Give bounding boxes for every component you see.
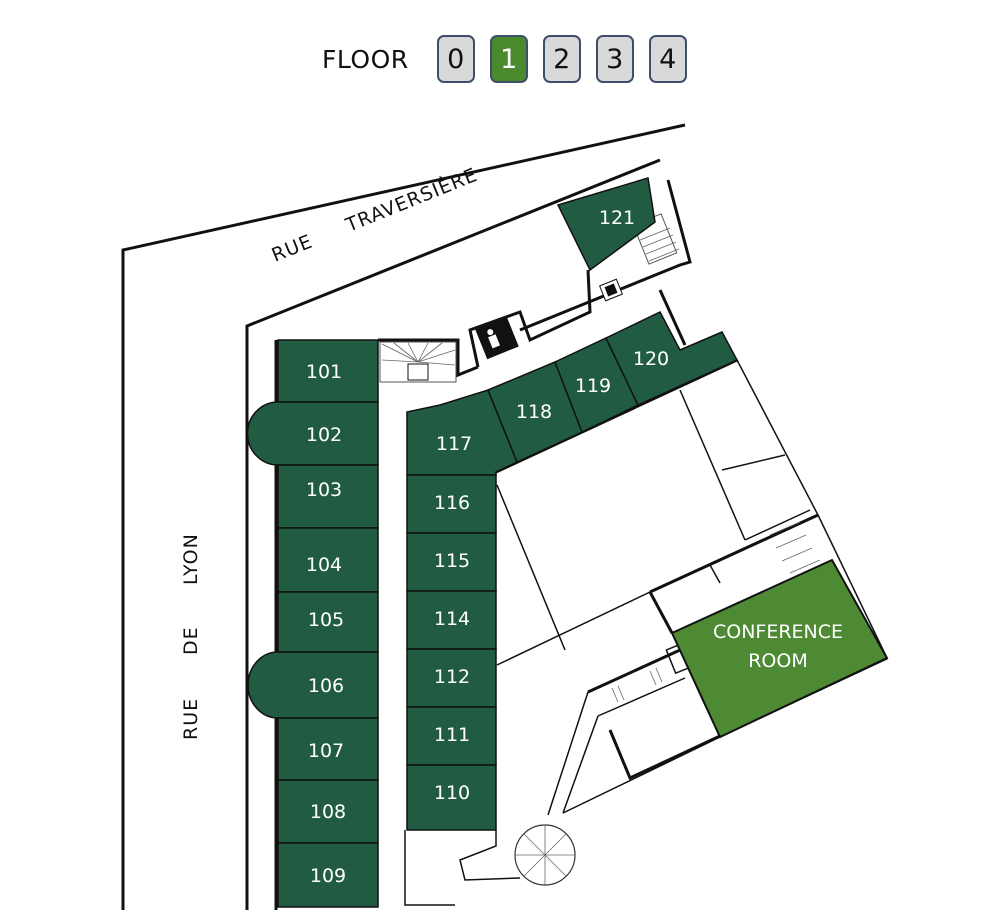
conference-room[interactable]: CONFERENCE ROOM	[670, 558, 889, 739]
room-121[interactable]: 121	[556, 177, 656, 272]
room-118[interactable]: 118	[487, 361, 583, 464]
room-119[interactable]: 119	[554, 337, 639, 434]
room-label: 108	[310, 801, 346, 823]
floor-selector: FLOOR 0 1 2 3 4	[322, 35, 702, 83]
staircase-icon	[611, 667, 663, 703]
street-label-word: RUE	[269, 230, 316, 266]
room-103[interactable]: 103	[277, 464, 379, 529]
staircase-icon	[769, 521, 821, 574]
room-label: 110	[434, 782, 470, 804]
street-label-word: TRAVERSIÈRE	[342, 163, 481, 237]
room-label: 115	[434, 550, 470, 572]
room-label: 101	[306, 361, 342, 383]
room-label: 121	[599, 207, 635, 229]
room-label: 119	[575, 375, 611, 397]
floor-button-0[interactable]: 0	[436, 35, 475, 83]
room-101[interactable]: 101	[277, 339, 379, 403]
floor-label: FLOOR	[322, 44, 409, 74]
room-111[interactable]: 111	[406, 706, 497, 766]
floor-button-2[interactable]: 2	[542, 35, 581, 83]
room-114[interactable]: 114	[406, 590, 497, 650]
floor-button-1[interactable]: 1	[489, 35, 528, 83]
room-label: 120	[633, 348, 669, 370]
room-104[interactable]: 104	[277, 527, 379, 593]
street-label-word: RUE	[180, 698, 202, 740]
room-label: 111	[434, 724, 470, 746]
staircase-icon	[379, 341, 457, 383]
room-109[interactable]: 109	[277, 842, 379, 908]
room-label: CONFERENCE	[713, 621, 843, 643]
room-116[interactable]: 116	[406, 474, 497, 534]
street-label-rue-de-lyon: RUE DE LYON	[180, 533, 202, 740]
room-label: 109	[310, 865, 346, 887]
room-label: 117	[436, 433, 472, 455]
room-label: 116	[434, 492, 470, 514]
room-110[interactable]: 110	[406, 764, 497, 831]
room-107[interactable]: 107	[277, 717, 379, 781]
spiral-staircase-icon	[514, 824, 576, 886]
street-label-rue-traversiere: RUE TRAVERSIÈRE	[269, 163, 481, 267]
room-106[interactable]: 106	[247, 651, 379, 719]
room-label: 112	[434, 666, 470, 688]
room-label: 107	[308, 740, 344, 762]
room-102[interactable]: 102	[246, 401, 379, 466]
room-label: 118	[516, 401, 552, 423]
room-label: 103	[306, 479, 342, 501]
elevator-icon	[599, 278, 623, 302]
room-105[interactable]: 105	[277, 591, 379, 653]
floor-button-3[interactable]: 3	[595, 35, 634, 83]
room-label: 106	[308, 675, 344, 697]
floor-button-4[interactable]: 4	[648, 35, 687, 83]
room-label: 102	[306, 424, 342, 446]
room-label: ROOM	[748, 650, 808, 672]
restroom-icon	[475, 316, 519, 360]
room-108[interactable]: 108	[277, 779, 379, 844]
room-label: 114	[434, 608, 470, 630]
street-label-word: DE	[180, 626, 202, 655]
room-115[interactable]: 115	[406, 532, 497, 592]
room-112[interactable]: 112	[406, 648, 497, 708]
street-label-word: LYON	[180, 533, 202, 585]
room-120[interactable]: 120	[605, 311, 739, 406]
room-label: 104	[306, 554, 342, 576]
room-label: 105	[308, 609, 344, 631]
street-edges	[121, 123, 686, 910]
